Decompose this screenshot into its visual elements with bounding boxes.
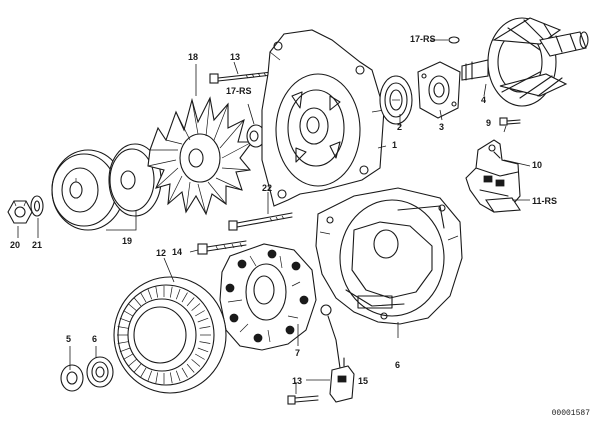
bolt-part-13-upper xyxy=(209,71,273,84)
stator-slot-line xyxy=(197,347,209,353)
callout-5: 5 xyxy=(66,334,72,344)
callout-20: 20 xyxy=(10,240,21,250)
wire-grommet xyxy=(320,304,341,369)
callout-13-lower: 13 xyxy=(292,376,303,386)
terminal-part-15 xyxy=(329,357,355,403)
callout-9: 9 xyxy=(486,118,492,128)
callout-21: 21 xyxy=(32,240,43,250)
regulator-part-10 xyxy=(465,139,521,213)
callout-2: 2 xyxy=(397,122,403,132)
stator-slot-line xyxy=(155,286,159,298)
stator-slot-line xyxy=(169,286,173,298)
stator-slot-line xyxy=(123,353,133,360)
stator-slot-line xyxy=(197,317,209,323)
stator-slot-line xyxy=(195,310,205,317)
stator-slot-line xyxy=(140,367,147,378)
bearing-part-2 xyxy=(379,75,413,125)
stator-slot-line xyxy=(119,317,131,323)
callout-22: 22 xyxy=(262,183,273,193)
stator-slot-line xyxy=(169,372,173,384)
stator-slot-line xyxy=(186,363,195,373)
stator-slot-line xyxy=(133,363,142,373)
stator-slot-line xyxy=(199,341,211,344)
pulley-part-19 xyxy=(51,143,162,231)
rectifier-part-7 xyxy=(219,243,317,351)
drive-end-housing-part-1 xyxy=(261,29,385,207)
callout-15: 15 xyxy=(358,376,369,386)
screw-part-9 xyxy=(499,117,521,126)
bearing-part-5 xyxy=(60,364,84,392)
document-id: 00001587 xyxy=(551,409,590,418)
stator-slot-line xyxy=(181,292,188,303)
bolt-part-22 xyxy=(228,212,293,231)
stator-slot-line xyxy=(195,353,205,360)
slip-ring-housing-part-8 xyxy=(315,187,463,325)
callout-1: 1 xyxy=(392,140,398,150)
stator-slot-line xyxy=(199,326,211,329)
stator-slot-line xyxy=(133,297,142,307)
leader-lines xyxy=(17,39,531,394)
washer-part-21 xyxy=(30,195,44,217)
callout-3: 3 xyxy=(439,122,445,132)
bolt-part-13-bottom xyxy=(287,395,319,405)
washer-part-17-upper xyxy=(448,36,460,44)
bolt-part-13-lower xyxy=(197,240,247,255)
stator-slot-line xyxy=(123,310,133,317)
stator-slot-line xyxy=(191,303,201,311)
callout-18: 18 xyxy=(188,52,199,62)
retainer-plate-part-3 xyxy=(417,61,461,119)
stator-slot-line xyxy=(175,370,181,382)
callout-4: 4 xyxy=(481,95,487,105)
callout-14: 14 xyxy=(172,247,183,257)
callout-12: 12 xyxy=(156,248,167,258)
stator-slot-line xyxy=(191,359,201,367)
callout-11-rs: 11-RS xyxy=(532,196,558,206)
stator-slot-line xyxy=(119,347,131,353)
callout-17-rs-upper: 17-RS xyxy=(410,34,436,44)
stator-slot-line xyxy=(127,303,137,311)
stator-slot-line xyxy=(175,288,181,300)
stator-slot-line xyxy=(117,326,129,329)
bearing-part-6 xyxy=(86,356,114,388)
callout-7: 7 xyxy=(295,348,301,358)
stator-part-12 xyxy=(113,276,227,394)
stator-slot-line xyxy=(127,359,137,367)
callout-13-upper: 13 xyxy=(230,52,241,62)
stator-slot-line xyxy=(181,367,188,378)
stator-slot-line xyxy=(140,292,147,303)
callout-6-housing: 6 xyxy=(395,360,401,370)
stator-slot-line xyxy=(117,341,129,344)
stator-slot-line xyxy=(147,288,153,300)
fan-part-18 xyxy=(147,96,254,216)
callout-6-bearing: 6 xyxy=(92,334,98,344)
stator-slot-line xyxy=(147,370,153,382)
rotor-part-4 xyxy=(461,17,589,107)
nut-part-20 xyxy=(7,200,33,224)
stator-slot-line xyxy=(155,372,159,384)
callout-17-rs-spacer: 17-RS xyxy=(226,86,252,96)
stator-slot-line xyxy=(186,297,195,307)
callout-10: 10 xyxy=(532,160,543,170)
callout-19: 19 xyxy=(122,236,133,246)
